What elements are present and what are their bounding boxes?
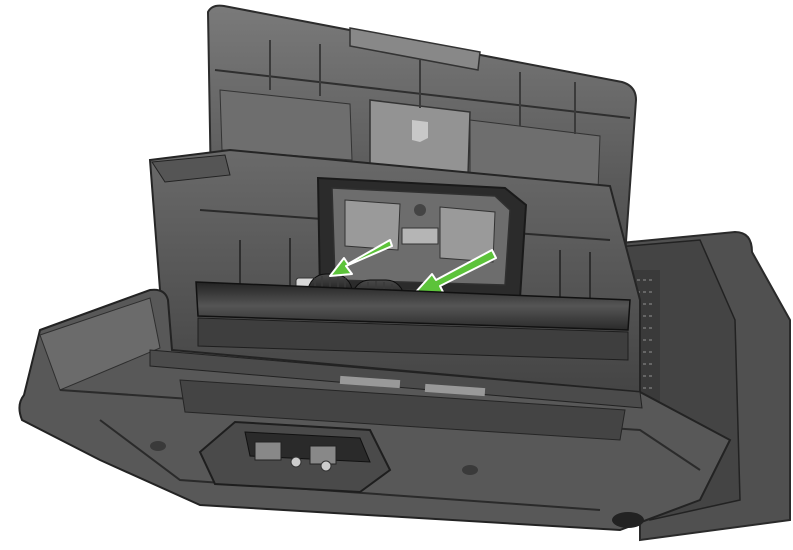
- transport-bar: [195, 281, 631, 361]
- scanner-foot: [612, 512, 644, 528]
- output-tray: [18, 288, 732, 532]
- roller-compartment: [316, 176, 528, 300]
- upper-roller-removal-arrow: [329, 239, 393, 277]
- lower-roller-removal-arrow: [413, 249, 497, 295]
- paper-guide-assembly: [198, 420, 392, 494]
